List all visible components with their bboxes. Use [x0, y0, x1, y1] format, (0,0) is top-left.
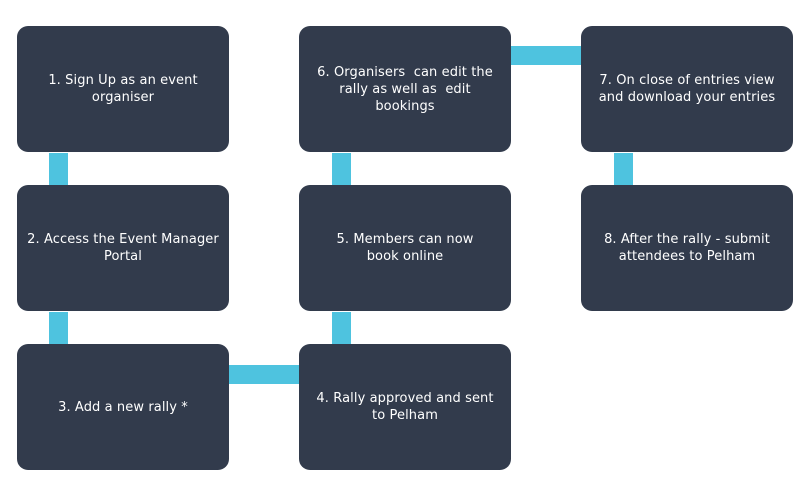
- step-4-box: 4. Rally approved and sent to Pelham: [299, 344, 511, 470]
- step-4-label: 4. Rally approved and sent to Pelham: [316, 391, 494, 423]
- step-1-label: 1. Sign Up as an event organiser: [48, 73, 198, 105]
- connector-5-6: [332, 153, 351, 185]
- step-3-box: 3. Add a new rally *: [17, 344, 229, 470]
- connector-6-7: [511, 46, 581, 65]
- step-3-label: 3. Add a new rally *: [58, 399, 188, 415]
- step-8-label: 8. After the rally - submit attendees to…: [604, 232, 770, 264]
- step-7-box: 7. On close of entries view and download…: [581, 26, 793, 152]
- step-2-label: 2. Access the Event Manager Portal: [27, 232, 219, 264]
- step-6-box: 6. Organisers can edit the rally as well…: [299, 26, 511, 152]
- step-8-box: 8. After the rally - submit attendees to…: [581, 185, 793, 311]
- connector-7-8: [614, 153, 633, 185]
- connector-2-3: [49, 312, 68, 344]
- step-6-label: 6. Organisers can edit the rally as well…: [317, 64, 498, 114]
- step-1-box: 1. Sign Up as an event organiser: [17, 26, 229, 152]
- connector-3-4: [229, 365, 299, 384]
- step-5-label: 5. Members can now book online: [336, 232, 474, 264]
- step-5-box: 5. Members can now book online: [299, 185, 511, 311]
- step-2-box: 2. Access the Event Manager Portal: [17, 185, 229, 311]
- connector-1-2: [49, 153, 68, 185]
- connector-4-5: [332, 312, 351, 344]
- step-7-label: 7. On close of entries view and download…: [598, 73, 776, 105]
